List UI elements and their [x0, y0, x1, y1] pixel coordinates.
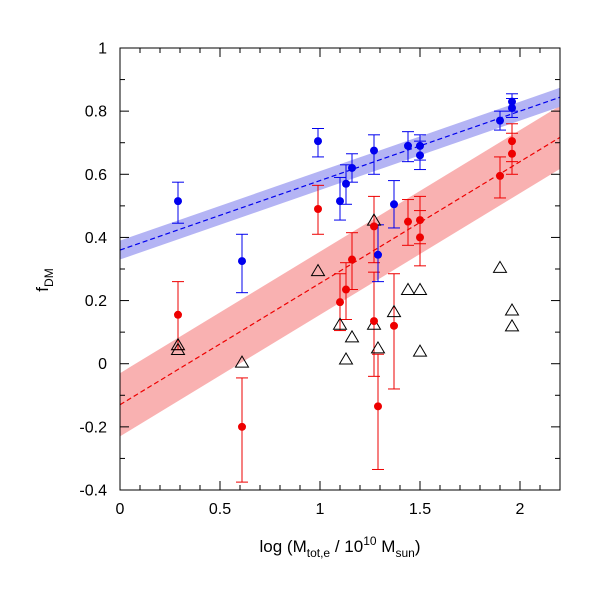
y-tick-label: 1 [98, 41, 107, 58]
red-point [238, 422, 246, 431]
triangle-point [504, 318, 520, 332]
triangle-point [332, 317, 348, 330]
triangle-point [504, 303, 520, 316]
blue-fit-line [119, 96, 561, 251]
blue-point [390, 200, 398, 209]
x-tick-label: 0 [116, 501, 125, 518]
blue-point [508, 103, 516, 112]
red-point [390, 321, 398, 330]
x-tick-label: 2 [516, 501, 525, 518]
blue-point [496, 116, 504, 125]
red-point [374, 402, 382, 411]
red-point [370, 222, 378, 231]
red-point [496, 171, 504, 180]
triangle-point [170, 337, 186, 351]
blue-point [174, 197, 182, 206]
blue-point [336, 197, 344, 206]
red-point [174, 310, 182, 319]
axis-ticks: 0 0.5 1 1.5 2 -0.4 -0.2 0 0.2 0.4 0.6 0.8 1 [79, 41, 560, 518]
x-tick-label: 1 [316, 501, 325, 518]
red-point [416, 216, 424, 225]
blue-point [416, 151, 424, 160]
triangle-point [170, 342, 186, 356]
triangle-point [412, 344, 428, 357]
blue-point [416, 141, 424, 150]
y-axis-label: fDM [33, 268, 56, 291]
red-fit-line [119, 136, 561, 406]
blue-point [370, 146, 378, 155]
y-tick-label: -0.4 [79, 483, 107, 500]
y-tick-label: 0.8 [85, 104, 107, 121]
triangle-point [234, 355, 250, 368]
triangle-point [400, 282, 416, 296]
red-point [348, 255, 356, 264]
y-tick-label: -0.2 [79, 419, 107, 436]
triangle-point [344, 329, 360, 343]
red-point [336, 298, 344, 307]
blue-point [348, 163, 356, 172]
red-point [404, 217, 412, 226]
blue-point [404, 141, 412, 150]
red-point [370, 317, 378, 326]
x-tick-label: 1.5 [409, 501, 431, 518]
data-markers [170, 97, 520, 431]
triangle-point [310, 263, 326, 277]
red-point [508, 137, 516, 146]
triangle-point [412, 282, 428, 296]
red-point [416, 233, 424, 242]
fit-bands [120, 87, 560, 437]
y-tick-label: 0.4 [85, 230, 107, 247]
blue-point [508, 97, 516, 106]
triangle-point [338, 351, 354, 365]
blue-point [238, 257, 246, 266]
triangle-point [492, 260, 508, 273]
red-point [508, 149, 516, 158]
blue-point [342, 179, 350, 188]
triangle-point [366, 317, 382, 330]
x-tick-label: 0.5 [209, 501, 231, 518]
fit-lines [119, 96, 561, 406]
blue-point [374, 250, 382, 259]
y-tick-label: 0 [98, 356, 107, 373]
red-point [342, 285, 350, 294]
triangle-point [370, 340, 386, 354]
y-tick-label: 0.2 [85, 293, 107, 310]
blue-point [314, 137, 322, 146]
y-tick-label: 0.6 [85, 167, 107, 184]
x-axis-label: log (Mtot,e / 1010 Msun) [260, 534, 421, 560]
axis-labels: log (Mtot,e / 1010 Msun) fDM [33, 268, 420, 560]
red-point [314, 205, 322, 214]
triangle-point [386, 304, 402, 318]
